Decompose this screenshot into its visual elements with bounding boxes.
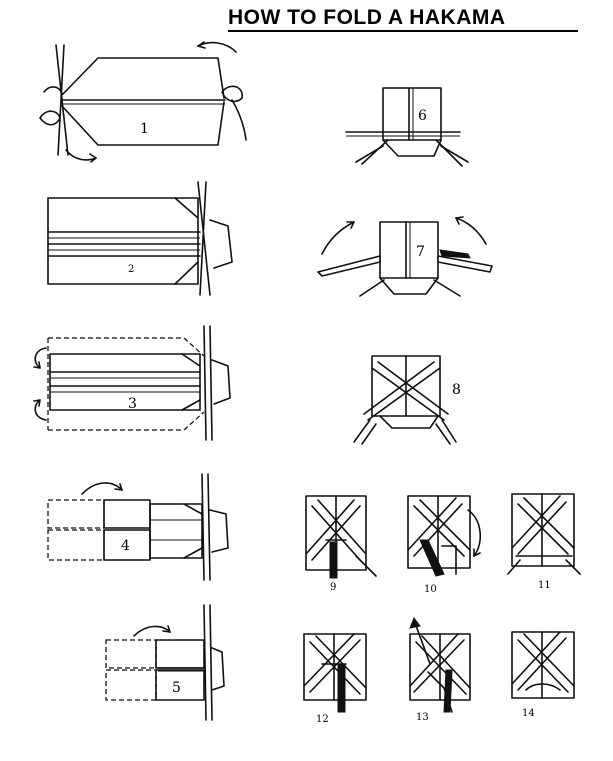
step-10-figure: 10 [407, 495, 481, 595]
step-6-figure: 6 [345, 87, 469, 167]
step-8-label: 8 [452, 382, 461, 398]
step-9-figure: 9 [305, 495, 377, 593]
step-1-label: 1 [140, 121, 149, 137]
step-11-label: 11 [538, 580, 551, 591]
step-6-label: 6 [418, 108, 427, 124]
step-14-label: 14 [522, 708, 535, 719]
step-4-figure: 4 [47, 473, 229, 581]
step-5-figure: 5 [105, 604, 225, 721]
step-1-figure: 1 [39, 41, 247, 163]
step-5-label: 5 [172, 680, 181, 696]
step-7-label: 7 [416, 244, 425, 260]
step-10-label: 10 [424, 584, 437, 595]
step-13-label: 13 [416, 712, 429, 723]
step-2-label: 2 [128, 264, 134, 275]
title-underline [228, 30, 578, 32]
step-3-figure: 3 [33, 325, 231, 441]
step-14-figure: 14 [511, 631, 575, 719]
step-4-label: 4 [121, 538, 130, 554]
step-7-figure: 7 [317, 216, 493, 297]
step-12-label: 12 [316, 714, 329, 725]
page-title: HOW TO FOLD A HAKAMA [228, 6, 506, 29]
step-11-figure: 11 [507, 493, 581, 591]
step-9-label: 9 [330, 582, 336, 593]
step-2-figure: 2 [47, 181, 233, 296]
step-13-figure: 13 [409, 616, 471, 723]
step-8-figure: 8 [353, 355, 461, 445]
step-3-label: 3 [128, 396, 137, 412]
step-12-figure: 12 [303, 633, 367, 725]
